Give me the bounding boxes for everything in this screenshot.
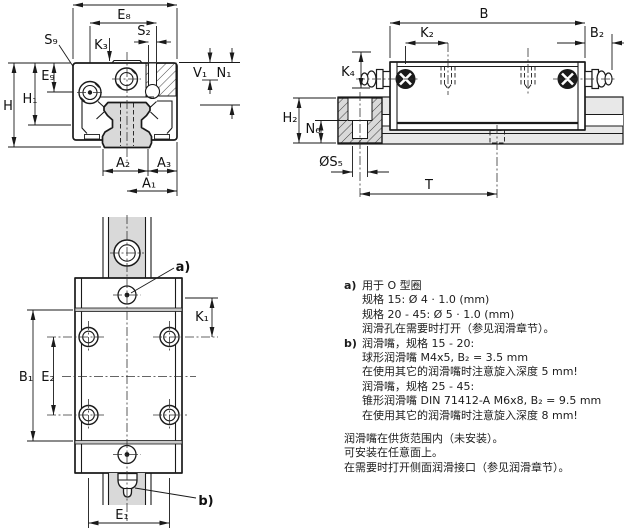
dim-label-b: B [480,7,489,22]
dim-label-t: T [424,178,433,193]
seal-strip-left [84,134,100,140]
dim-label-b1: B₁ [19,370,33,385]
o-ring-port [144,83,161,100]
seal-strip-right [154,134,170,140]
dim-label-a3: A₃ [157,156,171,171]
note-a-line: 润滑孔在需要时打开（参见润滑章节）。 [362,322,555,336]
note-b-tag: b) [344,336,357,350]
note-footer-line: 在需要时打开侧面润滑接口（参见润滑章节）。 [344,460,570,474]
dim-label-e9: E₉ [41,69,54,84]
dim-label-s9: S₉ [44,33,57,48]
carriage-side [389,43,586,131]
note-footer: 润滑嘴在供货范围内（未安装）。 可安装在任意面上。 在需要时打开侧面润滑接口（参… [344,432,618,475]
rail-profile [101,101,153,149]
note-a-tag: a) [344,279,357,292]
note-a-line: 规格 15: Ø 4 · 1.0 (mm) [362,293,490,307]
note-b-line: 在使用其它的润滑嘴时注意旋入深度 5 mm! [362,365,578,379]
dim-label-e2: E₂ [41,370,54,385]
note-footer-line: 润滑嘴在供货范围内（未安装）。 [344,432,504,446]
dim-label-h2: H₂ [283,111,298,126]
dim-label-b2: B₂ [590,26,604,41]
grease-nipple-bottom [117,472,138,498]
dim-label-v1: V₁ [193,66,207,81]
leader-b [134,487,197,499]
dim-label-a2: A₂ [116,156,130,171]
note-b-line: 润滑嘴，规格 25 - 45: [362,379,475,393]
lubrication-notes: a) 用于 O 型圈 规格 15: Ø 4 · 1.0 (mm) 规格 20 -… [344,279,618,475]
ref-label-a: a) [176,260,191,275]
dim-label-k3: K₃ [94,38,108,53]
top-view: a) K₁ B₁ E₂ E₁ b) [19,215,218,528]
cross-section-dimension-lines [11,2,235,194]
dim-label-n1: N₁ [217,66,232,81]
cross-section-view: E₈ S₂ S₉ K₃ V₁ N₁ E₉ H₁ H A₂ A₃ A₁ [3,2,240,196]
dim-label-n6: N₆ [306,122,321,137]
note-b-line: 在使用其它的润滑嘴时注意旋入深度 8 mm! [362,408,578,422]
note-footer-line: 可安装在任意面上。 [344,446,443,460]
dim-label-e1: E₁ [115,508,128,523]
ref-label-b: b) [198,494,213,509]
dim-label-h: H [3,99,13,114]
side-view-extension-lines [293,26,613,177]
note-b: b) 润滑嘴，规格 15 - 20: 球形润滑嘴 M4x5, B₂ = 3.5 … [344,337,618,423]
dim-label-h1: H₁ [23,92,38,107]
dim-label-e8: E₈ [117,8,130,23]
carriage-cross-section [72,52,178,162]
thread-hole-hidden-left [440,66,456,90]
top-view-dimension-lines [30,298,215,526]
carriage-top-view [74,277,183,474]
thread-hole-hidden-right [520,66,536,90]
dim-label-s2: S₂ [137,24,150,39]
leader-a [130,267,175,294]
note-a: a) 用于 O 型圈 规格 15: Ø 4 · 1.0 (mm) 规格 20 -… [344,279,618,337]
note-a-line: 规格 20 - 45: Ø 5 · 1.0 (mm) [362,307,515,321]
note-b-line: 球形润滑嘴 M4x5, B₂ = 3.5 mm [362,351,529,365]
side-view-dimension-lines [296,20,624,197]
dim-label-k1: K₁ [195,310,209,325]
dim-label-k2: K₂ [420,26,434,41]
dim-label-s5: ØS₅ [319,155,343,170]
note-b-line: 锥形润滑嘴 DIN 71412-A M6x8, B₂ = 9.5 mm [362,394,602,408]
dim-label-k4: K₄ [341,65,355,80]
note-b-line: 润滑嘴，规格 15 - 20: [362,336,475,350]
side-view: B K₂ B₂ K₄ H₂ N₆ ØS₅ T [283,7,624,198]
note-a-line: 用于 O 型圈 [362,279,422,292]
carriage-thread-holes [47,321,218,431]
dim-label-a1: A₁ [142,177,156,192]
